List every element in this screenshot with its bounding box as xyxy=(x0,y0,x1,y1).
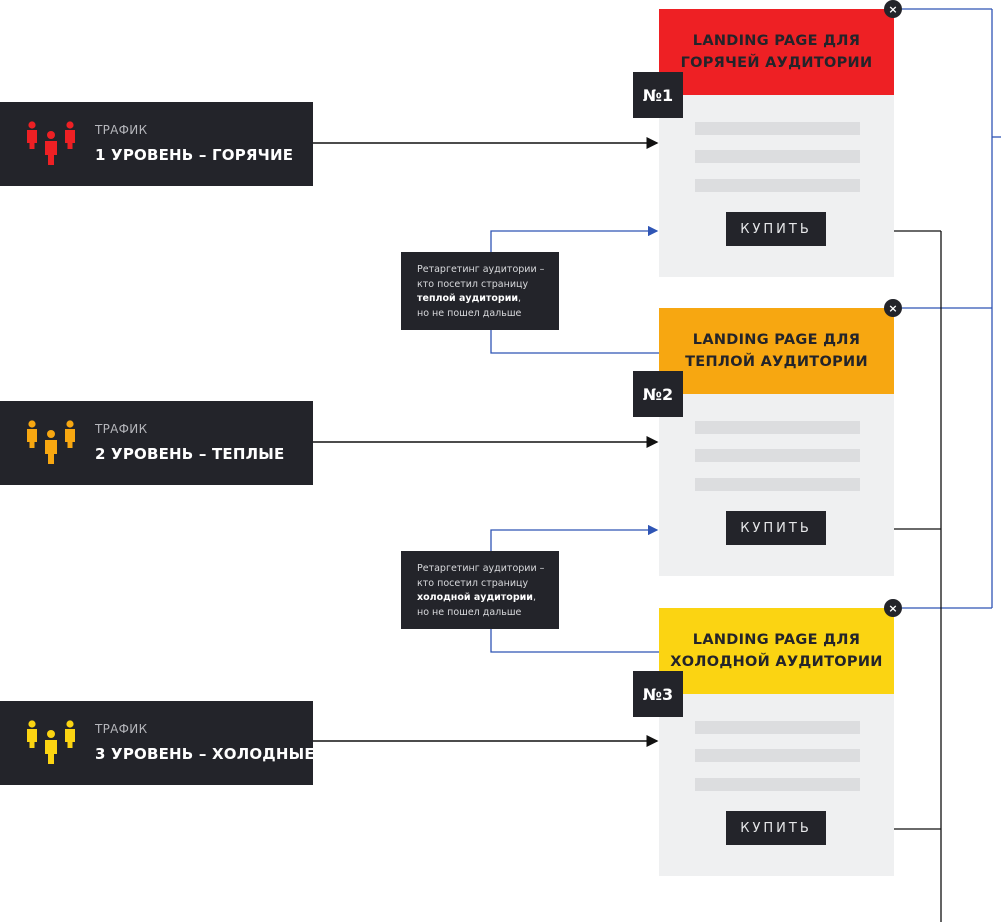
card-number-badge: №2 xyxy=(633,371,683,417)
card-header: LANDING PAGE ДЛЯ ТЕПЛОЙ АУДИТОРИИ xyxy=(659,308,894,394)
card-header: LANDING PAGE ДЛЯ ГОРЯЧЕЙ АУДИТОРИИ xyxy=(659,9,894,95)
traffic-level: 1 УРОВЕНЬ – ГОРЯЧИЕ xyxy=(95,146,294,164)
buy-button[interactable]: КУПИТЬ xyxy=(726,511,826,545)
retarget-text: кто посетил страницу xyxy=(417,577,529,589)
traffic-label: ТРАФИК xyxy=(95,722,148,736)
retarget-audience: холодной аудитории xyxy=(417,592,533,603)
retarget-text: кто посетил страницу xyxy=(417,278,529,290)
card-number-badge: №3 xyxy=(633,671,683,717)
card-header: LANDING PAGE ДЛЯ ХОЛОДНОЙ АУДИТОРИИ xyxy=(659,608,894,694)
card-title: LANDING PAGE ДЛЯ xyxy=(692,33,861,49)
close-icon[interactable]: × xyxy=(884,599,902,617)
placeholder-line xyxy=(695,749,860,762)
card-number-badge: №1 xyxy=(633,72,683,118)
card-title: LANDING PAGE ДЛЯ xyxy=(692,332,861,348)
placeholder-line xyxy=(695,478,860,491)
traffic-box-cold: ТРАФИК 3 УРОВЕНЬ – ХОЛОДНЫЕ xyxy=(0,701,315,785)
retarget-text: но не пошел дальше xyxy=(417,307,522,319)
card-title: ХОЛОДНОЙ АУДИТОРИИ xyxy=(670,654,883,670)
landing-card-cold: LANDING PAGE ДЛЯ ХОЛОДНОЙ АУДИТОРИИ КУПИТ… xyxy=(659,608,894,876)
placeholder-line xyxy=(695,421,860,434)
placeholder-line xyxy=(695,778,860,791)
people-icon xyxy=(27,720,75,764)
retarget-audience: теплой аудитории xyxy=(417,293,519,304)
traffic-box-warm: ТРАФИК 2 УРОВЕНЬ – ТЕПЛЫЕ xyxy=(0,401,313,485)
traffic-box-hot: ТРАФИК 1 УРОВЕНЬ – ГОРЯЧИЕ xyxy=(0,102,313,186)
landing-card-warm: LANDING PAGE ДЛЯ ТЕПЛОЙ АУДИТОРИИ КУПИТЬ xyxy=(659,308,894,576)
placeholder-line xyxy=(695,150,860,163)
card-title: ГОРЯЧЕЙ АУДИТОРИИ xyxy=(680,55,873,71)
close-icon[interactable]: × xyxy=(884,299,902,317)
card-title: ТЕПЛОЙ АУДИТОРИИ xyxy=(685,354,868,370)
punctuation: , xyxy=(518,293,522,304)
placeholder-line xyxy=(695,179,860,192)
placeholder-line xyxy=(695,449,860,462)
placeholder-line xyxy=(695,721,860,734)
traffic-label: ТРАФИК xyxy=(95,123,148,137)
retarget-text: Ретаргетинг аудитории – xyxy=(417,563,545,574)
retarget-text: Ретаргетинг аудитории – xyxy=(417,264,545,275)
retarget-text: но не пошел дальше xyxy=(417,606,522,618)
people-icon xyxy=(27,121,75,165)
card-title: LANDING PAGE ДЛЯ xyxy=(692,632,861,648)
placeholder-line xyxy=(695,122,860,135)
landing-card-hot: LANDING PAGE ДЛЯ ГОРЯЧЕЙ АУДИТОРИИ КУПИТЬ xyxy=(659,9,894,277)
traffic-level: 3 УРОВЕНЬ – ХОЛОДНЫЕ xyxy=(95,745,315,763)
buy-button[interactable]: КУПИТЬ xyxy=(726,811,826,845)
retarget-note-cold: Ретаргетинг аудитории – кто посетил стра… xyxy=(401,551,559,629)
people-icon xyxy=(27,420,75,464)
buy-button[interactable]: КУПИТЬ xyxy=(726,212,826,246)
traffic-level: 2 УРОВЕНЬ – ТЕПЛЫЕ xyxy=(95,445,285,463)
retarget-note-warm: Ретаргетинг аудитории – кто посетил стра… xyxy=(401,252,559,330)
close-icon[interactable]: × xyxy=(884,0,902,18)
traffic-label: ТРАФИК xyxy=(95,422,148,436)
punctuation: , xyxy=(532,592,536,603)
